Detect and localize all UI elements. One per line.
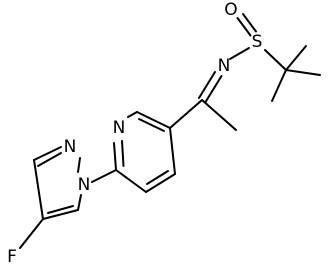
pyridine-bond-n-c6 (113, 142, 117, 171)
pyrazole-bond-c4-c5 (42, 209, 79, 220)
pyridine-bond-c3-c4 (136, 111, 171, 129)
pyridine-bond-c4-n (127, 111, 138, 118)
bond-c-f (19, 218, 44, 249)
bond-tbu-methyl-down (271, 69, 287, 102)
pyridine-bond-c5-c4b-inner (146, 170, 169, 185)
atom-pyridine-nitrogen-label: N (113, 118, 126, 138)
pyridine-bond-c4b-c3 (169, 127, 176, 175)
pyrazole-bond-n2-c3-inner (37, 152, 62, 167)
bond-n-c-double-b (204, 75, 223, 103)
bond-tbu-methyl-right (285, 69, 321, 76)
bond-s-o-double-a (236, 17, 252, 37)
pyrazole-bond-c3-c4 (33, 159, 44, 220)
bond-pyridine-pyrazole (91, 169, 117, 183)
pyridine-bond-c5-c4b (145, 173, 176, 193)
atom-sulfur-label: S (252, 32, 263, 52)
pyrazole-bond-n1-n2 (77, 157, 81, 173)
pyridine-bond-c3-c4-inner (138, 118, 165, 132)
bond-n-c-double-a (198, 71, 216, 99)
atom-pyrazole-n2-label: N (64, 137, 77, 157)
bond-s-tbu (264, 49, 287, 71)
bond-tbu-methyl-up (285, 45, 307, 71)
atom-fluorine-label: F (7, 247, 17, 267)
pyrazole-bond-n2-c3 (33, 146, 62, 161)
atom-imine-nitrogen-label: N (218, 56, 231, 76)
pyrazole-bond-c5-n1 (77, 194, 82, 211)
pyrazole-bond-c4-c5-inner (47, 205, 74, 214)
bond-c-methyl (201, 99, 237, 131)
bond-s-n (229, 47, 250, 60)
bond-s-o-double-b (242, 13, 257, 33)
pyridine-bond-n-c6-inner (121, 140, 125, 167)
bond-c-pyridine (169, 99, 203, 129)
atom-pyrazole-n1-label: N (78, 175, 91, 195)
pyridine-bond-c6-c5 (115, 169, 147, 193)
atom-oxygen-label: O (224, 0, 237, 20)
